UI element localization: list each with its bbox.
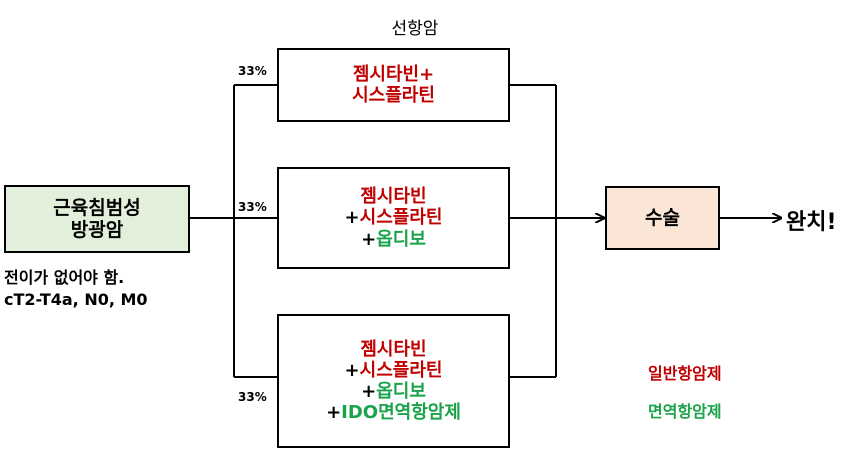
branch3-line2: +시스플라틴 (344, 359, 443, 381)
branch3-line3: +옵디보 (361, 381, 426, 402)
branch2-box: 젬시타빈 +시스플라틴 +옵디보 (277, 167, 510, 269)
branch1-line2: 시스플라틴 (352, 85, 435, 106)
outcome-label: 완치! (786, 210, 837, 235)
start-title-line1: 근육침범성 (53, 196, 141, 219)
branch1-box: 젬시타빈+ 시스플라틴 (277, 48, 510, 122)
branch2-percent: 33% (238, 200, 267, 214)
start-note-line2: cT2-T4a, N0, M0 (4, 290, 148, 309)
branch3-box: 젬시타빈 +시스플라틴 +옵디보 +IDO면역항암제 (277, 314, 510, 448)
branch1-percent: 33% (238, 64, 267, 78)
branch3-percent: 33% (238, 390, 267, 404)
branch3-line1: 젬시타빈 (360, 338, 427, 360)
branch2-line2: +시스플라틴 (344, 207, 443, 229)
legend-immuno: 면역항암제 (648, 402, 722, 421)
surgery-box: 수술 (605, 186, 720, 250)
start-title-line2: 방광암 (70, 219, 124, 241)
start-box: 근육침범성 방광암 (4, 185, 190, 253)
legend-chemo: 일반항암제 (648, 364, 722, 383)
branch1-line1: 젬시타빈+ (352, 63, 435, 85)
neoadjuvant-header: 선항암 (391, 19, 439, 39)
branch3-line4: +IDO면역항암제 (326, 402, 461, 424)
branch2-line1: 젬시타빈 (360, 186, 427, 208)
surgery-label: 수술 (645, 206, 680, 229)
branch2-line3: +옵디보 (361, 228, 426, 250)
start-note-line1: 전이가 없어야 함. (4, 268, 125, 287)
